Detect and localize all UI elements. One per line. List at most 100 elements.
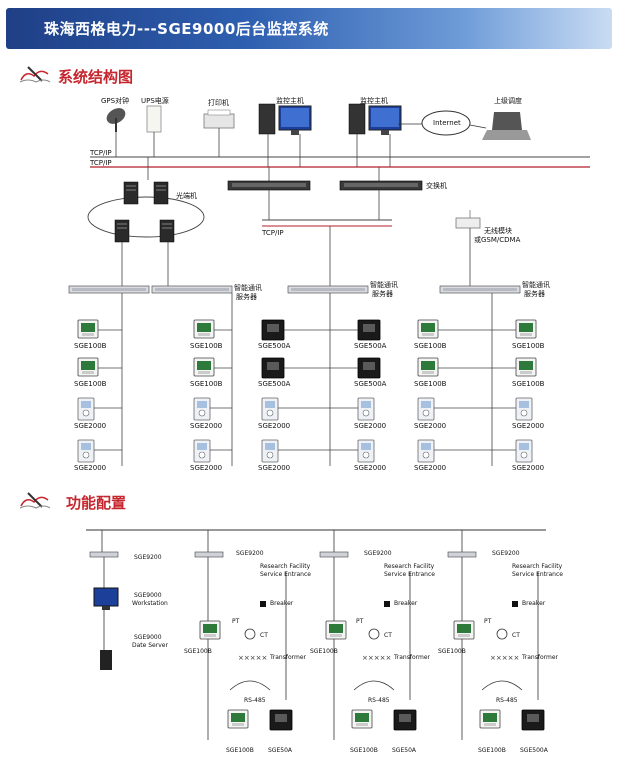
page-title: 珠海西格电力---SGE9000后台监控系统 xyxy=(44,20,329,38)
device-label-2-0: SGE500A xyxy=(258,342,291,350)
transformer-icon: ××××× xyxy=(362,654,391,662)
device-label-5-1: SGE100B xyxy=(512,380,545,388)
research-label-2-0: Service Entrance xyxy=(260,571,311,578)
device-0-0 xyxy=(77,319,99,339)
sge9200-label-4: SGE9200 xyxy=(492,550,520,557)
device-label-0-3: SGE2000 xyxy=(74,464,107,472)
device-label-4-1: SGE100B xyxy=(414,380,447,388)
comm-server-label-1b: 服务器 xyxy=(236,293,257,301)
rs485-label-2: RS-485 xyxy=(496,697,518,704)
dataserver-label-2: Date Server xyxy=(132,642,168,649)
device-1-0 xyxy=(193,319,215,339)
device-label-5-0: SGE100B xyxy=(512,342,545,350)
unit-bottom-tail-label-1: SGE50A xyxy=(392,747,416,754)
device-2-1 xyxy=(261,357,285,379)
device-1-1 xyxy=(193,357,215,377)
sge500-device xyxy=(393,709,417,731)
device-label-1-3: SGE2000 xyxy=(190,464,223,472)
unit-sge100b-label-2: SGE100B xyxy=(438,648,466,655)
workstation-label-1: SGE9000 xyxy=(134,592,162,599)
breaker-label-2: Breaker xyxy=(522,600,546,607)
device-1-2 xyxy=(193,397,211,421)
unit-bottom-sge100b-label-2: SGE100B xyxy=(478,747,506,754)
device-label-1-2: SGE2000 xyxy=(190,422,223,430)
ct-icon xyxy=(368,628,380,640)
breaker-label-1: Breaker xyxy=(394,600,418,607)
ct-label-2: CT xyxy=(512,632,520,639)
unit-bottom-tail-label-2: SGE500A xyxy=(520,747,548,754)
comm-server-label-1a: 智能通讯 xyxy=(234,284,262,292)
device-label-1-1: SGE100B xyxy=(190,380,223,388)
sge100b-device xyxy=(227,709,249,729)
device-5-1 xyxy=(515,357,537,377)
internet-label: Internet xyxy=(433,119,461,127)
rs485-label-0: RS-485 xyxy=(244,697,266,704)
device-5-2 xyxy=(515,397,533,421)
unit-bottom-sge100b-label-1: SGE100B xyxy=(350,747,378,754)
research-label-1-1: Research Facility xyxy=(384,563,435,570)
device-2-3 xyxy=(261,439,279,463)
device-4-2 xyxy=(417,397,435,421)
tcpip-label-1: TCP/IP xyxy=(90,149,112,157)
transformer-label-2: Transformer xyxy=(522,654,559,661)
ct-label-0: CT xyxy=(260,632,268,639)
device-5-0 xyxy=(515,319,537,339)
device-label-5-2: SGE2000 xyxy=(512,422,545,430)
header-banner xyxy=(6,8,612,49)
gps-label: GPS对钟 xyxy=(101,97,130,105)
comm-server-label-2a: 智能通讯 xyxy=(370,281,398,289)
device-3-3 xyxy=(357,439,375,463)
monitoring-host-1 xyxy=(258,103,312,136)
laptop-icon xyxy=(482,112,531,140)
comm-server-label-3a: 智能通讯 xyxy=(522,281,550,289)
device-2-2 xyxy=(261,397,279,421)
pt-label-2: PT xyxy=(484,618,492,625)
unit-bottom-sge100b-label-0: SGE100B xyxy=(226,747,254,754)
tcpip-label-3: TCP/IP xyxy=(262,229,284,237)
device-3-0 xyxy=(357,319,381,341)
sge100b-device xyxy=(351,709,373,729)
function-unit-0: ××××× xyxy=(199,557,293,740)
comm-server-label-2b: 服务器 xyxy=(372,290,393,298)
device-label-1-0: SGE100B xyxy=(190,342,223,350)
device-label-4-3: SGE2000 xyxy=(414,464,447,472)
device-label-0-2: SGE2000 xyxy=(74,422,107,430)
unit-sge100b-label-0: SGE100B xyxy=(184,648,212,655)
device-label-3-2: SGE2000 xyxy=(354,422,387,430)
device-label-3-0: SGE500A xyxy=(354,342,387,350)
printer-label: 打印机 xyxy=(208,99,229,107)
transformer-icon: ××××× xyxy=(490,654,519,662)
ct-label-1: CT xyxy=(384,632,392,639)
device-label-3-1: SGE500A xyxy=(354,380,387,388)
device-label-4-2: SGE2000 xyxy=(414,422,447,430)
data-server-icon xyxy=(100,650,112,670)
rs485-label-1: RS-485 xyxy=(368,697,390,704)
research-label-2-2: Service Entrance xyxy=(512,571,563,578)
device-3-2 xyxy=(357,397,375,421)
research-label-1-0: Research Facility xyxy=(260,563,311,570)
sge500-device xyxy=(521,709,545,731)
sge100b-device xyxy=(479,709,501,729)
device-4-0 xyxy=(417,319,439,339)
transformer-label-0: Transformer xyxy=(270,654,307,661)
remote-dispatch-label: 上级调度 xyxy=(494,97,522,105)
switch-label: 交换机 xyxy=(426,182,447,190)
unit-sge100b-label-1: SGE100B xyxy=(310,648,338,655)
sge9200-label-2: SGE9200 xyxy=(236,550,264,557)
sge100b-device xyxy=(325,620,347,640)
research-label-1-2: Research Facility xyxy=(512,563,563,570)
device-label-0-1: SGE100B xyxy=(74,380,107,388)
monitoring-host-2 xyxy=(348,103,402,136)
ct-icon xyxy=(496,628,508,640)
device-2-0 xyxy=(261,319,285,341)
breaker-icon xyxy=(512,601,518,607)
function-unit-2: ××××× xyxy=(453,557,545,740)
device-0-1 xyxy=(77,357,99,377)
sge100b-device xyxy=(453,620,475,640)
device-label-4-0: SGE100B xyxy=(414,342,447,350)
device-0-3 xyxy=(77,439,95,463)
device-4-3 xyxy=(417,439,435,463)
transformer-label-1: Transformer xyxy=(394,654,431,661)
dataserver-label-1: SGE9000 xyxy=(134,634,162,641)
section-title-function: 功能配置 xyxy=(66,494,127,512)
